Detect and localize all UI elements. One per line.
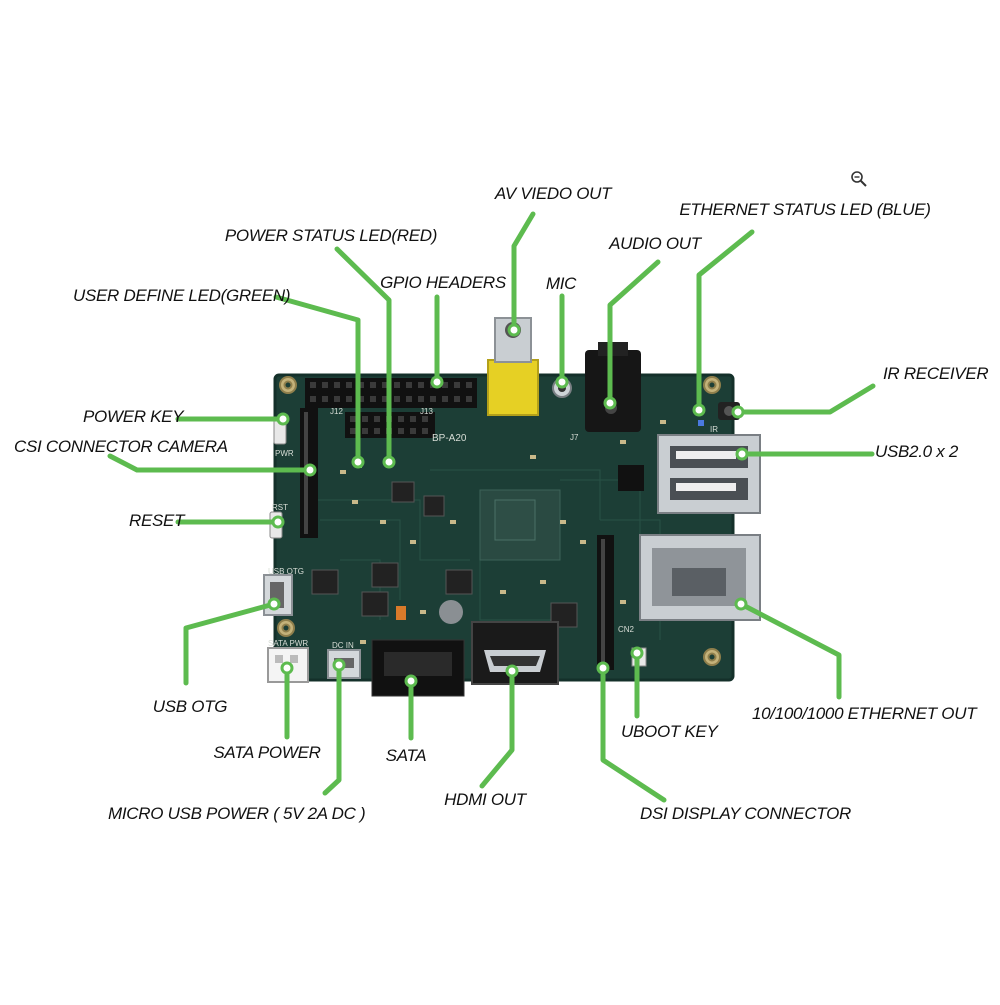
capacitor (396, 606, 406, 620)
sata-connector (371, 639, 465, 697)
audio-jack (585, 342, 641, 432)
soc-chip (479, 489, 561, 561)
leader-ethernet-status-led (696, 229, 755, 413)
leader-dsi-connector (600, 665, 667, 803)
zoom-out-icon[interactable] (850, 170, 868, 188)
leader-lines (107, 211, 876, 803)
label-sata: SATA (385, 746, 427, 765)
label-power-status-led: POWER STATUS LED(RED) (224, 226, 438, 245)
label-power-key: POWER KEY (83, 407, 184, 426)
sata-pwr-silk: SATA PWR (268, 639, 308, 648)
leader-hdmi-out (479, 668, 515, 789)
usb-otg-silk: USB OTG (268, 567, 304, 576)
label-ethernet-out: 10/100/1000 ETHERNET OUT (752, 704, 977, 723)
j12-silk: J12 (330, 407, 343, 416)
label-csi-connector-camera: CSI CONNECTOR CAMERA (14, 437, 228, 456)
usb-otg-port (263, 574, 293, 616)
leader-user-define-led (273, 294, 361, 465)
label-user-define-led: USER DEFINE LED(GREEN) (73, 286, 291, 305)
j13-silk: J13 (420, 407, 433, 416)
dsi-connector (597, 535, 614, 670)
leader-endpoints (267, 323, 749, 688)
label-reset: RESET (129, 511, 185, 530)
leader-micro-usb-power (322, 662, 342, 796)
leader-power-status-led (334, 246, 392, 465)
label-sata-power: SATA POWER (213, 743, 321, 762)
label-usb-otg: USB OTG (152, 697, 228, 716)
label-uboot-key: UBOOT KEY (621, 722, 718, 741)
ethernet-led-blue (698, 420, 704, 426)
label-audio-out: AUDIO OUT (609, 234, 701, 253)
pwr-silk: PWR (275, 449, 294, 458)
leader-usb-otg (183, 601, 277, 686)
cn2-silk: CN2 (618, 625, 635, 634)
board-model-silk: BP-A20 (432, 433, 467, 444)
label-gpio-headers: GPIO HEADERS (380, 273, 506, 292)
smd-components (340, 420, 666, 644)
label-dsi-display-connector: DSI DISPLAY CONNECTOR (640, 804, 851, 823)
label-micro-usb-power: MICRO USB POWER ( 5V 2A DC ) (108, 804, 366, 823)
mounting-holes (277, 376, 721, 666)
label-ethernet-status-led: ETHERNET STATUS LED (BLUE) (679, 200, 931, 219)
dc-in-silk: DC IN (332, 641, 354, 650)
leader-ethernet-out (738, 601, 842, 700)
rst-silk: RST (272, 503, 288, 512)
leader-csi-camera (107, 453, 313, 473)
ir-silk: IR (710, 425, 718, 434)
leader-ir-receiver (735, 383, 876, 415)
leader-audio-out (607, 259, 661, 406)
ethernet-port (639, 534, 761, 621)
label-hdmi-out: HDMI OUT (444, 790, 526, 809)
ram-chip (618, 465, 644, 491)
battery-pad (439, 600, 463, 624)
label-mic: MIC (545, 274, 577, 293)
leader-av-video-out (511, 211, 536, 333)
label-av-video-out: AV VIEDO OUT (494, 184, 612, 203)
label-usb2-x2: USB2.0 x 2 (875, 442, 958, 461)
label-ir-receiver: IR RECEIVER (883, 364, 989, 383)
inductors (311, 481, 578, 628)
usb2-stack (657, 434, 761, 514)
j7-silk: J7 (570, 433, 579, 442)
